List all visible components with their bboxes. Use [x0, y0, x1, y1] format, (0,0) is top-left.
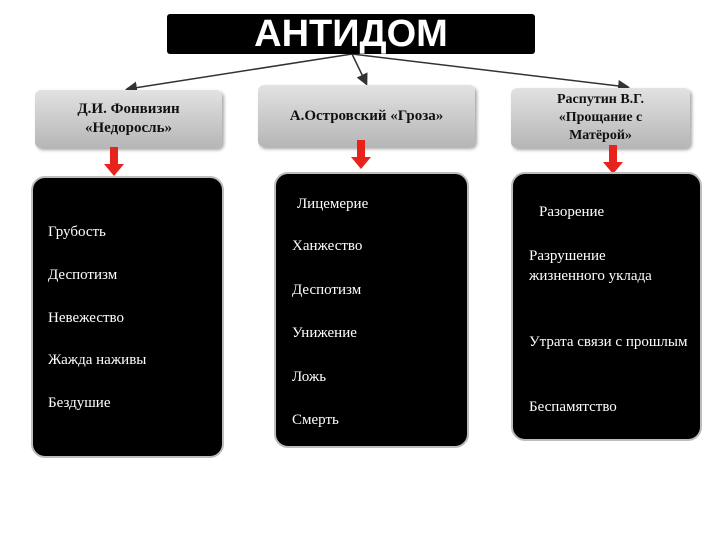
traits-panel-ostrovsky: Лицемерие Ханжество Деспотизм Унижение Л…: [274, 172, 469, 448]
connector-left: [125, 53, 353, 94]
author-name: Д.И. Фонвизин: [77, 101, 180, 117]
author-box-rasputin: Распутин В.Г. «Прощание с Матёрой»: [511, 88, 690, 148]
traits-panel-fonvizin: Грубость Деспотизм Невежество Жажда нажи…: [31, 176, 224, 458]
trait-item: Унижение: [292, 325, 357, 341]
down-arrow-icon: [603, 145, 623, 175]
down-arrow-icon: [104, 147, 124, 177]
trait-item: Деспотизм: [48, 267, 118, 283]
trait-item: Жажда наживы: [48, 352, 147, 368]
author-name: Распутин В.Г.: [556, 92, 644, 107]
traits-panel-rasputin: Разорение Разрушение жизненного уклада У…: [511, 172, 702, 441]
trait-item: Невежество: [48, 310, 125, 326]
author-box-ostrovsky: А.Островский «Гроза»: [258, 85, 475, 147]
trait-item: Ложь: [292, 369, 327, 385]
connector-right: [351, 53, 630, 92]
trait-item: Грубость: [48, 224, 106, 240]
trait-item: Беспамятство: [529, 399, 617, 415]
trait-item: Смерть: [292, 412, 339, 428]
work-title: «Недоросль»: [84, 120, 173, 136]
trait-item: Бездушие: [48, 395, 111, 411]
connector-center: [351, 53, 368, 86]
diagram-title: АНТИДОМ: [167, 14, 535, 54]
trait-item: Ханжество: [292, 238, 363, 254]
trait-item: Разорение: [539, 204, 605, 220]
work-title-line1: «Прощание с: [558, 110, 643, 125]
author-box-fonvizin: Д.И. Фонвизин «Недоросль»: [35, 90, 222, 148]
trait-item: Лицемерие: [297, 196, 369, 212]
author-name: А.Островский «Гроза»: [289, 107, 444, 124]
down-arrow-icon: [351, 140, 371, 170]
trait-item: Деспотизм: [292, 282, 362, 298]
trait-item: Утрата связи с прошлым: [529, 334, 688, 350]
trait-item: Разрушение жизненного уклада: [529, 248, 652, 284]
work-title-line2: Матёрой»: [569, 128, 632, 143]
